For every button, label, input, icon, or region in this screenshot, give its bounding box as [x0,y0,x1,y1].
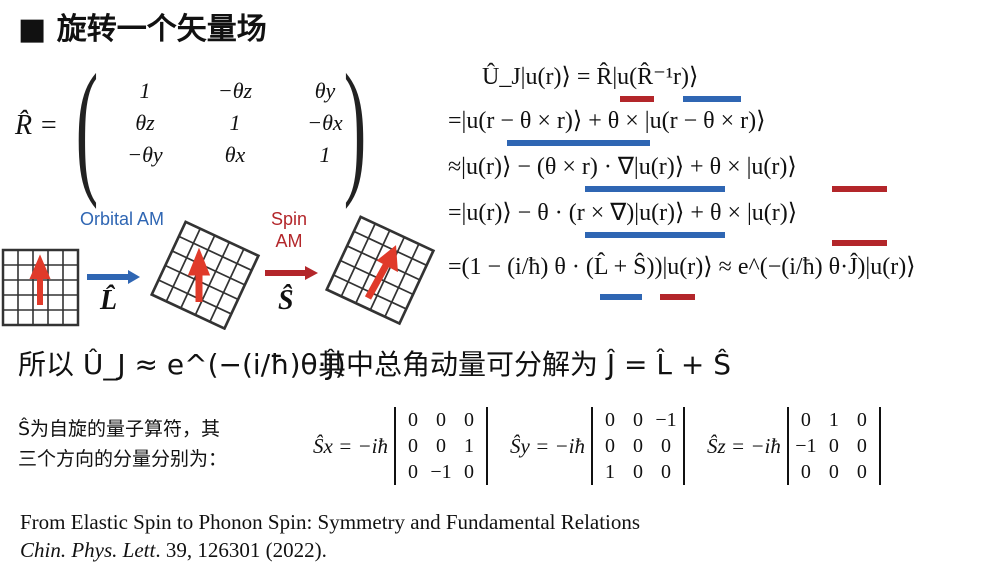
highlight-bar [832,240,887,246]
matrix-label: Ŝy = −iħ [510,433,585,458]
journal-details: . 39, 126301 (2022). [155,538,327,562]
matrix-label: Ŝx = −iħ [313,433,388,458]
highlight-bar [585,232,725,238]
summary-right: 其中总角动量可分解为 Ĵ = L̂ + Ŝ [318,348,732,381]
rotation-matrix-label: R̂ = [15,110,58,141]
rotation-figure [1,215,435,330]
cell: 1 [229,110,241,135]
highlight-bar [660,294,695,300]
cell: 1 [139,78,151,103]
equation-line-1: Û_J|u(r)⟩ = R̂|u(R̂⁻¹r)⟩ [482,64,699,90]
cell: −θy [127,142,163,167]
equation-line-2: =|u(r − θ × r)⟩ + θ × |u(r − θ × r)⟩ [448,108,766,134]
equation-line-4: =|u(r)⟩ − θ · (r × ∇)|u(r)⟩ + θ × |u(r)⟩ [448,200,798,226]
highlight-bar [585,186,725,192]
spin-note-line: Ŝ为自旋的量子算符，其 [18,418,221,440]
spin-operator: Ŝ [278,285,294,316]
left-paren: ( [75,44,99,210]
highlight-bar [832,186,887,192]
spin-note-line: 三个方向的分量分别为： [18,448,228,470]
spin-am-label: Spin AM [270,209,308,251]
cell: −θz [217,78,253,103]
red-arrow-icon [29,254,51,305]
cell: θz [135,110,155,135]
citation-journal: Chin. Phys. Lett. 39, 126301 (2022). [20,538,327,563]
highlight-bar [620,96,654,102]
matrix-label: Ŝz = −iħ [707,433,781,458]
summary-left: 所以 Û_J ≈ e^(−(i/ħ)θ·Ĵ) [18,348,346,381]
cell: −θx [307,110,343,135]
highlight-bar [683,96,741,102]
citation-title: From Elastic Spin to Phonon Spin: Symmet… [20,510,641,534]
spin-note: Ŝ为自旋的量子算符，其 三个方向的分量分别为： [18,414,227,474]
highlight-bar [507,140,650,146]
slide-title: ■ 旋转一个矢量场 [18,12,267,47]
cell: θx [224,142,246,167]
right-paren: ) [343,44,367,210]
rotation-matrix: 1 −θz θy θz 1 −θx −θy θx 1 [100,78,370,168]
equation-line-5: =(1 − (i/ħ) θ · (L̂ + Ŝ))|u(r)⟩ ≈ e^(−(i… [448,254,916,280]
cell: θy [314,78,336,103]
cell: 1 [319,142,331,167]
highlight-bar [600,294,642,300]
orbital-operator: L̂ [100,285,118,316]
orbital-am-label: Orbital AM [80,209,165,229]
equation-line-3: ≈|u(r)⟩ − (θ × r) · ∇|u(r)⟩ + θ × |u(r)⟩ [448,154,797,180]
journal-name: Chin. Phys. Lett [20,538,156,562]
